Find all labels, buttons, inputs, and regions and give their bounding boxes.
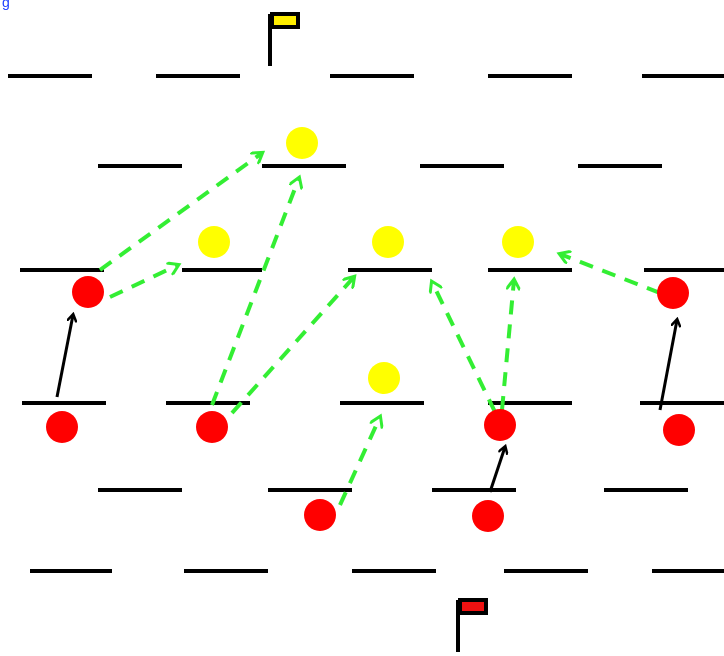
dashed-jump-arrow — [230, 277, 354, 415]
red-piece — [196, 411, 228, 443]
dashed-jump-arrow — [109, 265, 178, 299]
dashed-jump-arrow — [500, 280, 514, 411]
red-piece — [657, 277, 689, 309]
dashed-jump-arrow — [560, 254, 661, 295]
red-piece — [472, 500, 504, 532]
yellow-piece — [286, 127, 318, 159]
red-piece — [304, 499, 336, 531]
corner-text: g — [2, 0, 10, 10]
yellow-piece — [198, 226, 230, 258]
solid-move-arrow — [488, 447, 505, 493]
dashed-jump-arrow — [338, 417, 380, 506]
red-piece — [46, 411, 78, 443]
red-piece — [663, 414, 695, 446]
solid-move-arrow — [55, 315, 73, 398]
dashed-jump-arrow — [98, 153, 262, 272]
yellow-flag — [270, 12, 300, 29]
dashed-jump-arrow — [432, 282, 497, 413]
solid-move-arrow — [658, 320, 677, 411]
yellow-piece — [372, 226, 404, 258]
red-piece — [484, 409, 516, 441]
yellow-piece — [368, 362, 400, 394]
dashed-jump-arrow — [210, 178, 299, 406]
red-piece — [72, 276, 104, 308]
yellow-piece — [502, 226, 534, 258]
red-flag — [458, 598, 488, 615]
